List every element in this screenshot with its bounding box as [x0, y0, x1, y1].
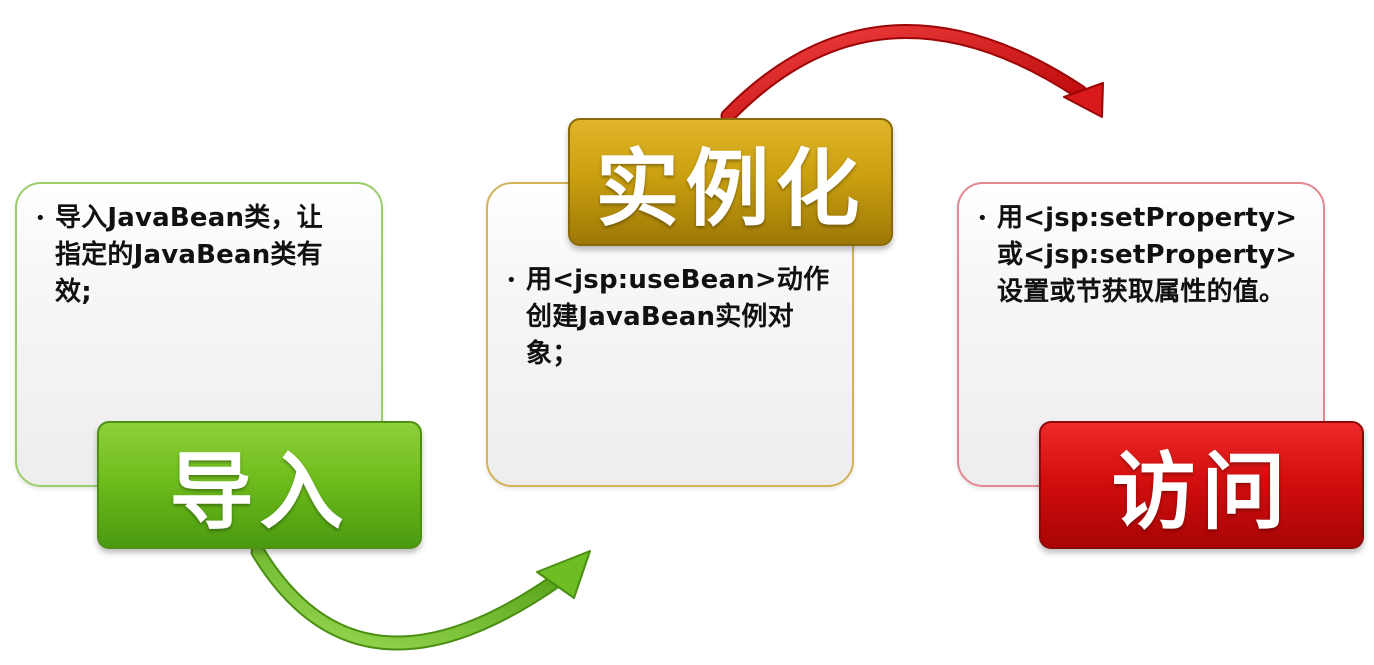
step-access-text: 用<jsp:setProperty> 或<jsp:setProperty> 设置… [997, 203, 1298, 307]
step-access-banner: 访问 [1039, 421, 1364, 549]
step-instantiate-banner: 实例化 [568, 118, 893, 246]
step-instantiate-title: 实例化 [595, 139, 866, 238]
bullet-icon: • [977, 208, 988, 229]
step-import-title: 导入 [169, 442, 350, 541]
step-instantiate-text: 用<jsp:useBean>动作 创建JavaBean实例对 象； [526, 265, 830, 369]
step-access-title: 访问 [1111, 442, 1292, 541]
arrow-import-to-instantiate [250, 544, 591, 651]
step-access-bullet: • 用<jsp:setProperty> 或<jsp:setProperty> … [977, 200, 1305, 311]
step-instantiate-bullet: • 用<jsp:useBean>动作 创建JavaBean实例对 象； [506, 262, 834, 373]
step-import-text: 导入JavaBean类，让 指定的JavaBean类有 效; [55, 203, 323, 307]
arrow-instantiate-to-access [720, 24, 1104, 124]
step-import-banner: 导入 [97, 421, 422, 549]
step-import-bullet: • 导入JavaBean类，让 指定的JavaBean类有 效; [35, 200, 363, 311]
bullet-icon: • [506, 270, 517, 291]
bullet-icon: • [35, 208, 46, 229]
